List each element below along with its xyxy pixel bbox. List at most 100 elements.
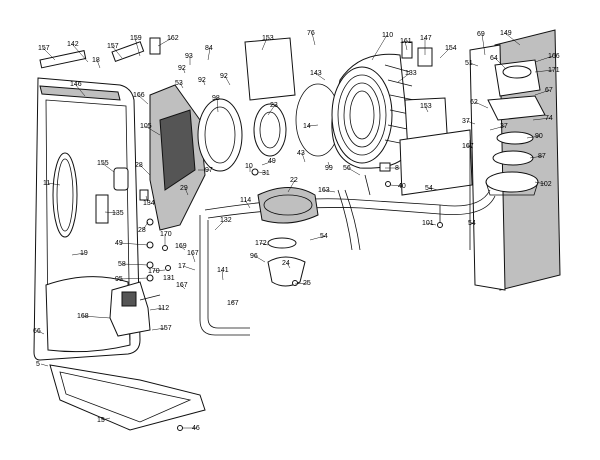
flue-base-102 (485, 171, 539, 193)
part-label: 51 (465, 60, 473, 67)
part-label: 28 (138, 227, 146, 234)
part-label: 29 (180, 185, 188, 192)
leader-line (184, 187, 189, 196)
sensor-bracket (111, 41, 145, 63)
leader-line (466, 145, 474, 149)
gas-valve-pipe (139, 294, 161, 301)
leader-line (40, 363, 49, 367)
part-label: 167 (176, 282, 188, 289)
part-label: 169 (175, 243, 187, 250)
leader-line (139, 164, 151, 176)
part-label: 19 (80, 250, 88, 257)
part-label: 8 (395, 165, 399, 172)
part-label: 40 (398, 183, 406, 190)
part-label: 64 (490, 55, 498, 62)
leader-line (122, 263, 149, 266)
part-label: 97 (205, 167, 213, 174)
part-label: 14 (303, 123, 311, 130)
part-label: 22 (290, 177, 298, 184)
leader-line (426, 222, 437, 226)
pipe-loop-bottom-b (207, 220, 250, 329)
part-label: 5 (36, 361, 40, 368)
fitting-25 (292, 280, 298, 286)
pipe-long-lower (207, 195, 496, 219)
leader-line (429, 187, 439, 191)
gas-valve-112 (109, 281, 151, 337)
fan-housing-vent (159, 109, 196, 191)
part-label: 157 (160, 325, 172, 332)
part-label: 114 (240, 197, 251, 204)
bottom-tray-rim (59, 371, 192, 423)
part-label: 49 (268, 158, 276, 165)
leader-line (371, 34, 388, 61)
leader-line (42, 47, 56, 61)
part-label: 135 (112, 210, 124, 217)
part-label: 23 (270, 102, 278, 109)
part-label: 54 (320, 233, 328, 240)
leader-line (134, 37, 141, 57)
part-label: 98 (212, 95, 220, 102)
leader-line (466, 120, 476, 125)
pipe-163-b (344, 189, 361, 251)
part-label: 56 (343, 165, 351, 172)
part-label: 134 (143, 200, 155, 207)
leader-line (96, 59, 101, 69)
part-label: 93 (185, 53, 193, 60)
leader-line (532, 117, 551, 121)
part-label: 153 (420, 103, 432, 110)
leader-line (207, 47, 211, 61)
leader-line (311, 32, 316, 46)
part-label: 84 (205, 45, 213, 52)
leader-line (257, 171, 268, 174)
lower-door-panel (45, 276, 131, 353)
part-label: 54 (425, 185, 433, 192)
part-label: 76 (307, 30, 315, 37)
part-label: 157 (107, 43, 119, 50)
part-label: 92 (198, 77, 206, 84)
leader-line (151, 327, 166, 331)
top-left-bar (39, 50, 87, 69)
leader-line (74, 83, 86, 97)
part-label: 74 (545, 115, 553, 122)
part-label: 166 (133, 92, 145, 99)
part-155 (113, 167, 129, 191)
part-label: 110 (382, 32, 393, 39)
part-label: 43 (297, 150, 305, 157)
leader-line (287, 179, 296, 193)
leader-line (489, 125, 506, 131)
part-label: 15 (97, 417, 105, 424)
leader-line (47, 182, 61, 186)
leader-line (261, 160, 274, 166)
leader-line (149, 307, 164, 311)
leader-line (202, 79, 206, 86)
fitting-28 (146, 218, 154, 226)
fitting-31 (251, 168, 259, 176)
part-8 (379, 162, 391, 172)
leader-line (37, 330, 45, 335)
part-label: 25 (303, 280, 311, 287)
part-label: 62 (470, 99, 478, 106)
part-label: 69 (477, 31, 485, 38)
leader-line (389, 184, 404, 187)
gas-valve-coil (121, 291, 137, 307)
heat-exchanger-coil-3 (349, 90, 375, 140)
part-label: 170 (160, 231, 172, 238)
leader-line (71, 252, 86, 256)
leader-line (397, 72, 411, 83)
part-label: 155 (97, 160, 109, 167)
leader-line (111, 45, 123, 59)
part-label: 131 (163, 275, 175, 282)
part-label: 99 (325, 165, 333, 172)
leader-line (494, 57, 506, 69)
leader-line (179, 82, 184, 89)
fitting-170 (162, 245, 168, 251)
seal-87 (492, 150, 534, 166)
part-label: 157 (38, 45, 50, 52)
part-label: 101 (422, 220, 434, 227)
leader-line (307, 124, 319, 127)
leader-line (314, 72, 326, 81)
part-label: 28 (135, 162, 143, 169)
leader-line (259, 242, 269, 246)
part-label: 92 (178, 65, 186, 72)
